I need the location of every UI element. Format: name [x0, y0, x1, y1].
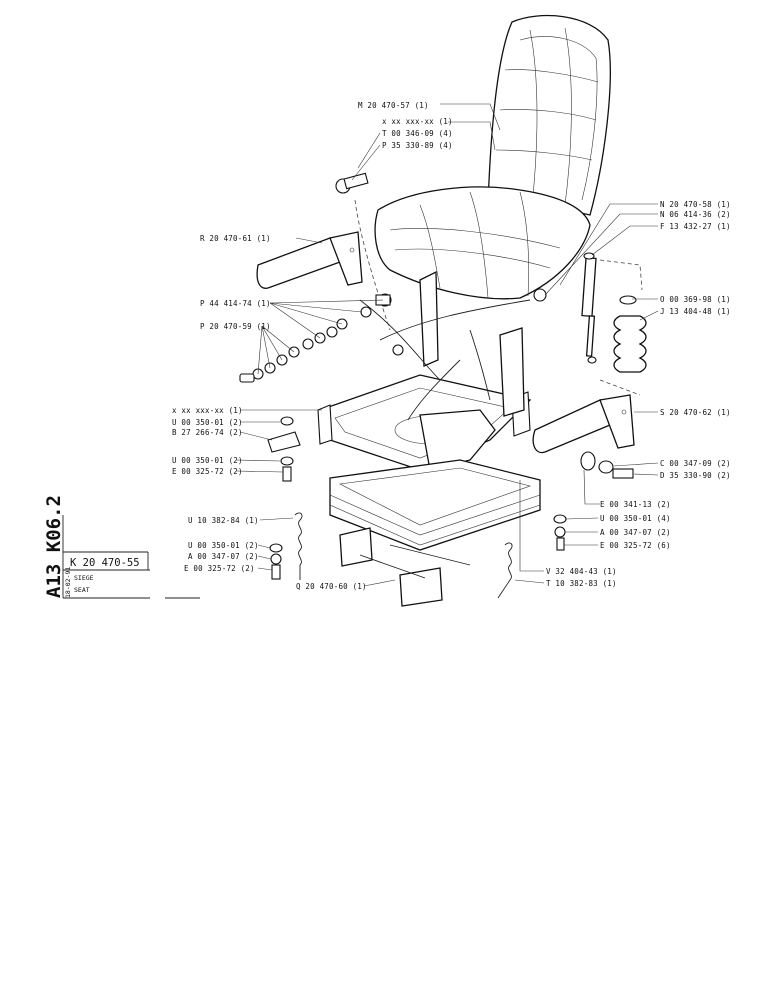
callout-d: D 35 330-90 (2)	[660, 471, 731, 480]
part-callouts: M 20 470-57 (1) x xx xxx-xx (1) T 00 346…	[172, 101, 731, 591]
sheet-code: A13 K06.2	[43, 495, 65, 598]
backrest-bolt	[335, 172, 369, 194]
left-armrest	[256, 231, 363, 289]
tension-springs	[294, 512, 513, 599]
callout-p44: P 44 414-74 (1)	[200, 299, 271, 308]
callout-a1: A 00 347-07 (2)	[600, 528, 671, 537]
callout-j: J 13 404-48 (1)	[660, 307, 731, 316]
bottom-left-hardware	[269, 543, 283, 580]
callout-p20: P 20 470-59 (1)	[200, 322, 271, 331]
callout-v: V 32 404-43 (1)	[546, 567, 617, 576]
suspension-base	[329, 459, 541, 607]
callout-u10a: U 10 382-84 (1)	[188, 516, 259, 525]
gas-spring	[581, 252, 597, 364]
callout-o: O 00 369-98 (1)	[660, 295, 731, 304]
callout-e2: E 00 325-72 (2)	[184, 564, 255, 573]
callout-u3: U 00 350-01 (2)	[188, 541, 259, 550]
callout-t: T 00 346-09 (4)	[382, 129, 453, 138]
callout-s: S 20 470-62 (1)	[660, 408, 731, 417]
title-english: SEAT	[74, 586, 90, 594]
callout-t10: T 10 382-83 (1)	[546, 579, 617, 588]
callout-r: R 20 470-61 (1)	[200, 234, 271, 243]
callout-u2: U 00 350-01 (2)	[172, 456, 243, 465]
callout-e341: E 00 341-13 (2)	[600, 500, 671, 509]
backrest-cushion	[487, 14, 611, 216]
seat-frame	[317, 270, 547, 471]
callout-u1: U 00 350-01 (2)	[172, 418, 243, 427]
right-armrest	[532, 394, 635, 454]
callout-n: N 20 470-58 (1)	[660, 200, 731, 209]
title-french: SIEGE	[74, 574, 94, 582]
assembly-reference: K 20 470-55	[70, 557, 140, 569]
callout-e6: E 00 325-72 (6)	[600, 541, 671, 550]
mid-left-hardware	[267, 416, 301, 482]
callout-b: B 27 266-74 (2)	[172, 428, 243, 437]
seat-cushion	[374, 186, 591, 300]
callout-a2: A 00 347-07 (2)	[188, 552, 259, 561]
leader-lines	[235, 103, 659, 587]
callout-e1: E 00 325-72 (2)	[172, 467, 243, 476]
callout-n06: N 06 414-36 (2)	[660, 210, 731, 219]
callout-p35a: P 35 330-89 (4)	[382, 141, 453, 150]
rubber-bellows	[613, 295, 647, 373]
right-hardware	[553, 451, 634, 551]
callout-m: M 20 470-57 (1)	[358, 101, 429, 110]
title-block: A13 K06.2 K 20 470-55 18-02-91 SIEGE SEA…	[43, 495, 200, 599]
callout-u4: U 00 350-01 (4)	[600, 514, 671, 523]
callout-x2: x xx xxx-xx (1)	[172, 406, 243, 415]
callout-x1: x xx xxx-xx (1)	[382, 117, 453, 126]
callout-f: F 13 432-27 (1)	[660, 222, 731, 231]
assembly-guides	[354, 199, 643, 396]
callout-q: Q 20 470-60 (1)	[296, 582, 367, 591]
left-hardware-set	[239, 293, 392, 383]
drawing-date: 18-02-91	[64, 567, 72, 598]
callout-c: C 00 347-09 (2)	[660, 459, 731, 468]
